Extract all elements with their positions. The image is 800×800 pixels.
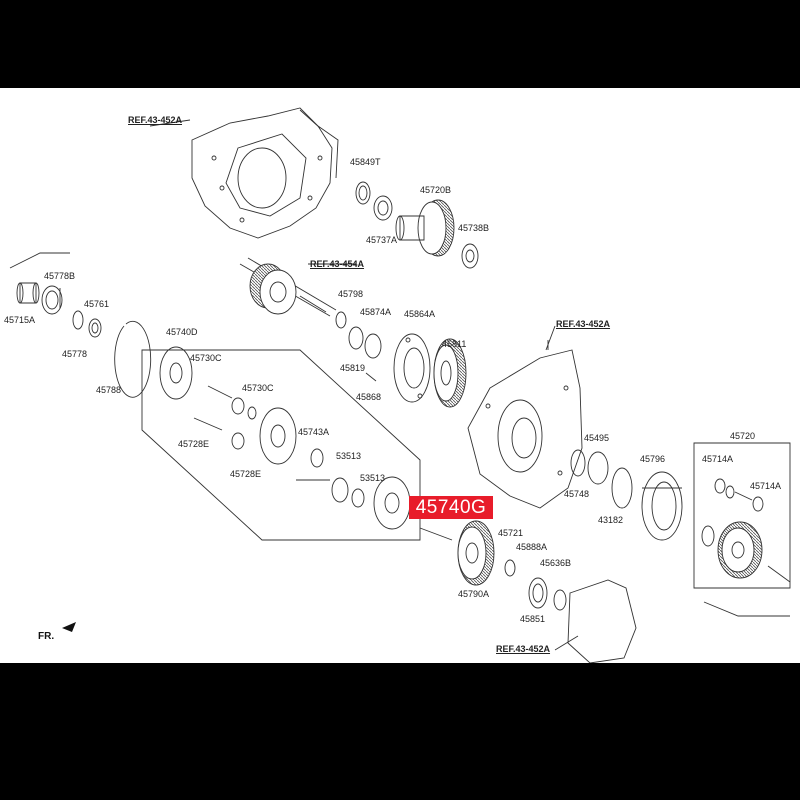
ref-label-top[interactable]: REF.43-452A [128, 115, 183, 125]
part-label[interactable]: 45796 [640, 454, 666, 464]
part-label[interactable]: 53513 [360, 473, 386, 483]
part-label[interactable]: 45740D [166, 327, 198, 337]
part-label[interactable]: 45778 [62, 349, 88, 359]
housing-top-icon [191, 107, 339, 239]
gear-45720B-icon [395, 199, 455, 257]
part-label[interactable]: 45788 [96, 385, 122, 395]
part-label[interactable]: 45728E [178, 439, 210, 449]
part-label[interactable]: 43182 [598, 515, 624, 525]
part-label[interactable]: 45743A [298, 427, 330, 437]
gear-45790A-icon [457, 520, 495, 586]
left-bearing-icon [16, 282, 152, 398]
part-label[interactable]: 45748 [564, 489, 590, 499]
part-label[interactable]: 45864A [404, 309, 436, 319]
part-label[interactable]: 45737A [366, 235, 398, 245]
part-label[interactable]: 45811 [442, 339, 467, 349]
bottom-cover-icon [567, 579, 637, 663]
part-label[interactable]: 45715A [4, 315, 36, 325]
part-label[interactable]: 45721 [498, 528, 524, 538]
part-label[interactable]: 45778B [44, 271, 76, 281]
plate-45864A-icon [393, 333, 431, 403]
parts-diagram: REF.43-452A REF.43-454A REF.43-452A REF.… [0, 88, 800, 663]
diagram-drawing [9, 107, 791, 663]
part-label[interactable]: 53513 [336, 451, 362, 461]
part-label[interactable]: 45798 [338, 289, 364, 299]
part-label[interactable]: 45849T [350, 157, 381, 167]
part-label[interactable]: 45730C [190, 353, 222, 363]
ref-label-shaft[interactable]: REF.43-454A [310, 259, 365, 269]
input-shaft-icon [239, 257, 337, 317]
group-box-45740D [141, 349, 421, 541]
ref-label-right[interactable]: REF.43-452A [556, 319, 611, 329]
part-label[interactable]: 45874A [360, 307, 392, 317]
ref-label-bottom[interactable]: REF.43-452A [496, 644, 551, 654]
group-box-45720 [693, 442, 791, 589]
part-label[interactable]: 45738B [458, 223, 490, 233]
part-label[interactable]: 45730C [242, 383, 274, 393]
gear-45811-icon [433, 338, 467, 408]
housing-right-icon [467, 340, 583, 509]
part-label[interactable]: 45819 [340, 363, 366, 373]
part-label[interactable]: 45728E [230, 469, 262, 479]
part-label[interactable]: 45714A [702, 454, 734, 464]
part-label[interactable]: 45790A [458, 589, 490, 599]
highlight-part-label[interactable]: 45740G [409, 496, 493, 519]
part-label[interactable]: 45714A [750, 481, 782, 491]
part-label[interactable]: 45495 [584, 433, 610, 443]
drum-45796-icon [641, 471, 683, 541]
part-label[interactable]: 45720B [420, 185, 452, 195]
part-label[interactable]: 45851 [520, 614, 546, 624]
front-label: FR. [38, 631, 55, 642]
part-label[interactable]: 45868 [356, 392, 382, 402]
front-arrow-icon [62, 622, 76, 632]
part-label[interactable]: 45888A [516, 542, 548, 552]
part-label[interactable]: 45761 [84, 299, 110, 309]
part-label[interactable]: 45720 [730, 431, 756, 441]
part-label[interactable]: 45636B [540, 558, 572, 568]
